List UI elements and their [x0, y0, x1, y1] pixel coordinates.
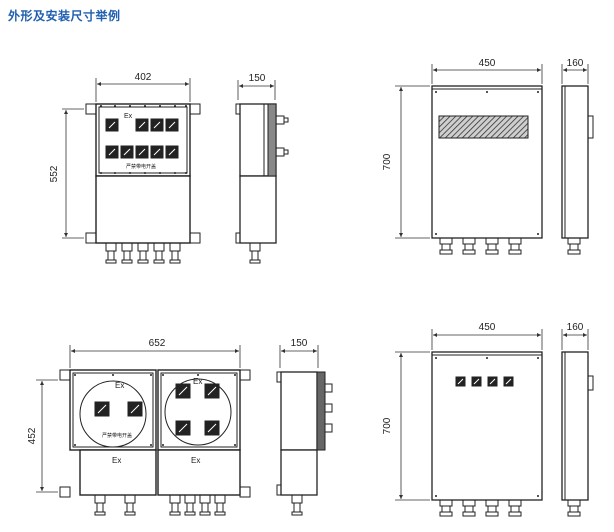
fig3-dimension-lines: [36, 345, 319, 493]
fig3-nameplate-label: 严禁带电开盖: [102, 432, 132, 439]
fig2-front-view: [431, 85, 543, 255]
fig3-ex-label-4: Ex: [191, 456, 200, 465]
fig3-cable-glands: [94, 494, 226, 516]
fig3-side-view: [276, 371, 333, 516]
fig3-ex-label-1: Ex: [115, 381, 124, 390]
fig1-height-dim: 552: [49, 165, 60, 182]
fig1-nameplate-label: 严禁带电开盖: [126, 163, 156, 170]
fig2-depth-dim: 160: [567, 58, 584, 69]
fig1-breaker-row-1: [105, 118, 179, 132]
fig4-breakers: [455, 376, 514, 387]
fig4-cable-glands: [439, 499, 522, 517]
fig3-height-dim: 452: [27, 427, 38, 444]
fig3-front-view: [59, 369, 251, 516]
fig2-height-dim: 700: [382, 153, 393, 170]
fig3-ex-label-2: Ex: [193, 377, 202, 386]
fig3-right-breakers: [175, 383, 220, 436]
fig2-side-view: [561, 85, 594, 255]
fig1-cable-glands: [105, 242, 181, 264]
fig1-side-view: [235, 103, 289, 264]
fig3-left-breakers: [94, 401, 143, 417]
fig4-side-view: [561, 351, 594, 517]
fig1-depth-dim: 150: [249, 73, 266, 84]
fig4-dimension-lines: [395, 329, 589, 501]
fig4-front-view: [431, 351, 543, 517]
fig2-dimension-lines: [395, 64, 589, 239]
fig1-front-view: [85, 103, 201, 264]
fig1-breaker-row-2: [105, 145, 179, 159]
fig4-depth-dim: 160: [567, 322, 584, 333]
fig1-ex-label: Ex: [124, 113, 133, 120]
fig2-cable-glands: [439, 237, 522, 255]
fig3-depth-dim: 150: [291, 338, 308, 349]
fig4-height-dim: 700: [382, 417, 393, 434]
page-title: 外形及安装尺寸举例: [8, 9, 121, 23]
fig2-width-dim: 450: [479, 58, 496, 69]
fig3-width-dim: 652: [149, 338, 166, 349]
fig4-width-dim: 450: [479, 322, 496, 333]
fig3-ex-label-3: Ex: [112, 456, 121, 465]
fig1-dimension-lines: [62, 78, 276, 239]
fig1-width-dim: 402: [135, 72, 152, 83]
